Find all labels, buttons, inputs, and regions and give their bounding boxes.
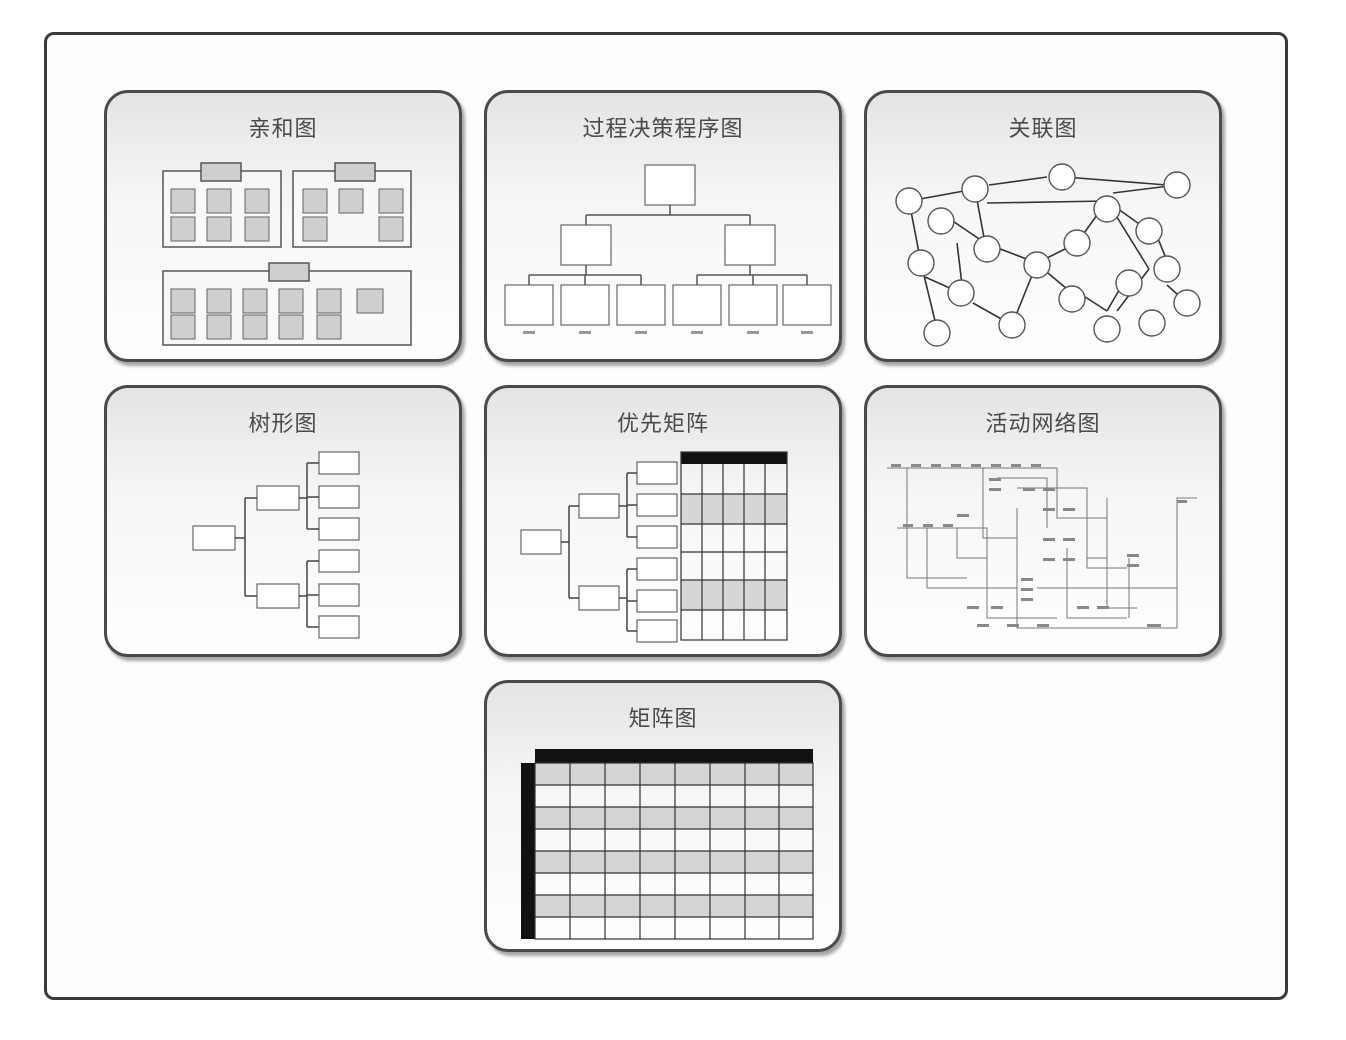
card-title: 活动网络图 <box>985 412 1101 437</box>
relation-diagram-thumbnail <box>895 163 1201 347</box>
matrix-diagram-thumbnail <box>521 749 814 940</box>
card-title: 树形图 <box>248 412 318 437</box>
card-tree-diagram: 树形图 <box>104 385 462 657</box>
card-activity-network: 活动网络图 <box>864 385 1222 657</box>
activity-network-thumbnail <box>887 464 1197 629</box>
card-relation-diagram: 关联图 <box>864 90 1222 362</box>
card-title: 矩阵图 <box>628 707 698 732</box>
priority-matrix-thumbnail <box>520 451 788 643</box>
pdpc-diagram-thumbnail <box>504 164 832 334</box>
card-matrix-diagram: 矩阵图 <box>484 680 842 952</box>
card-title: 关联图 <box>1008 117 1078 142</box>
card-title: 过程决策程序图 <box>582 117 744 142</box>
card-pdpc-diagram: 过程决策程序图 <box>484 90 842 362</box>
card-affinity-diagram: 亲和图 <box>104 90 462 362</box>
affinity-diagram-thumbnail <box>162 162 412 346</box>
tree-diagram-thumbnail <box>192 451 360 639</box>
card-title: 亲和图 <box>248 117 318 142</box>
card-priority-matrix: 优先矩阵 <box>484 385 842 657</box>
card-title: 优先矩阵 <box>616 412 709 437</box>
